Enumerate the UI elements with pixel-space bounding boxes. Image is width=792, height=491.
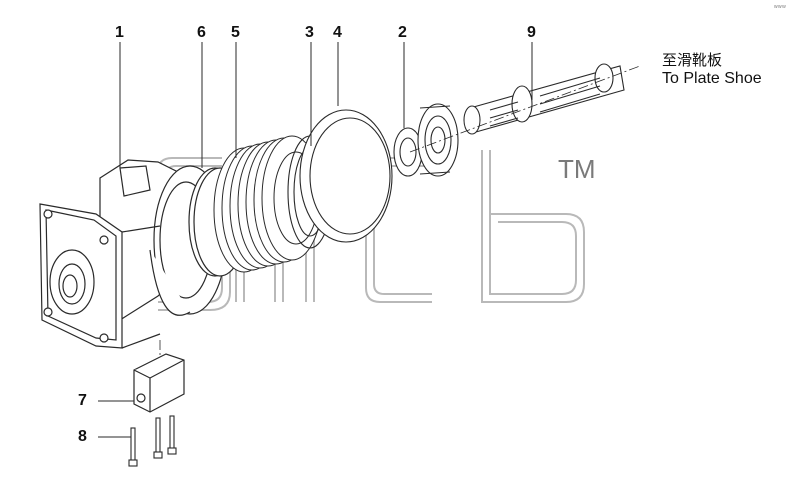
callout-3: 3 <box>305 24 314 41</box>
callout-9: 9 <box>527 24 536 41</box>
corner-mark: www <box>773 4 786 10</box>
valve-block <box>133 353 185 413</box>
flange-disc <box>299 109 393 243</box>
callout-1: 1 <box>115 24 124 41</box>
destination-label-english: To Plate Shoe <box>662 70 762 87</box>
destination-label-chinese: 至滑靴板 <box>662 52 723 69</box>
callout-6: 6 <box>197 24 206 41</box>
bolts <box>128 415 177 467</box>
trademark-mark: TM <box>558 154 596 184</box>
callout-2: 2 <box>398 24 407 41</box>
leader-lines <box>98 42 533 438</box>
callout-4: 4 <box>333 24 342 41</box>
motor-housing <box>39 159 227 349</box>
gear-set-5 <box>213 135 323 273</box>
callout-7: 7 <box>78 392 87 409</box>
bearing-2 <box>393 103 459 177</box>
splined-shaft <box>463 63 625 135</box>
callout-5: 5 <box>231 24 240 41</box>
callout-8: 8 <box>78 428 87 445</box>
centre-axis <box>159 65 641 358</box>
